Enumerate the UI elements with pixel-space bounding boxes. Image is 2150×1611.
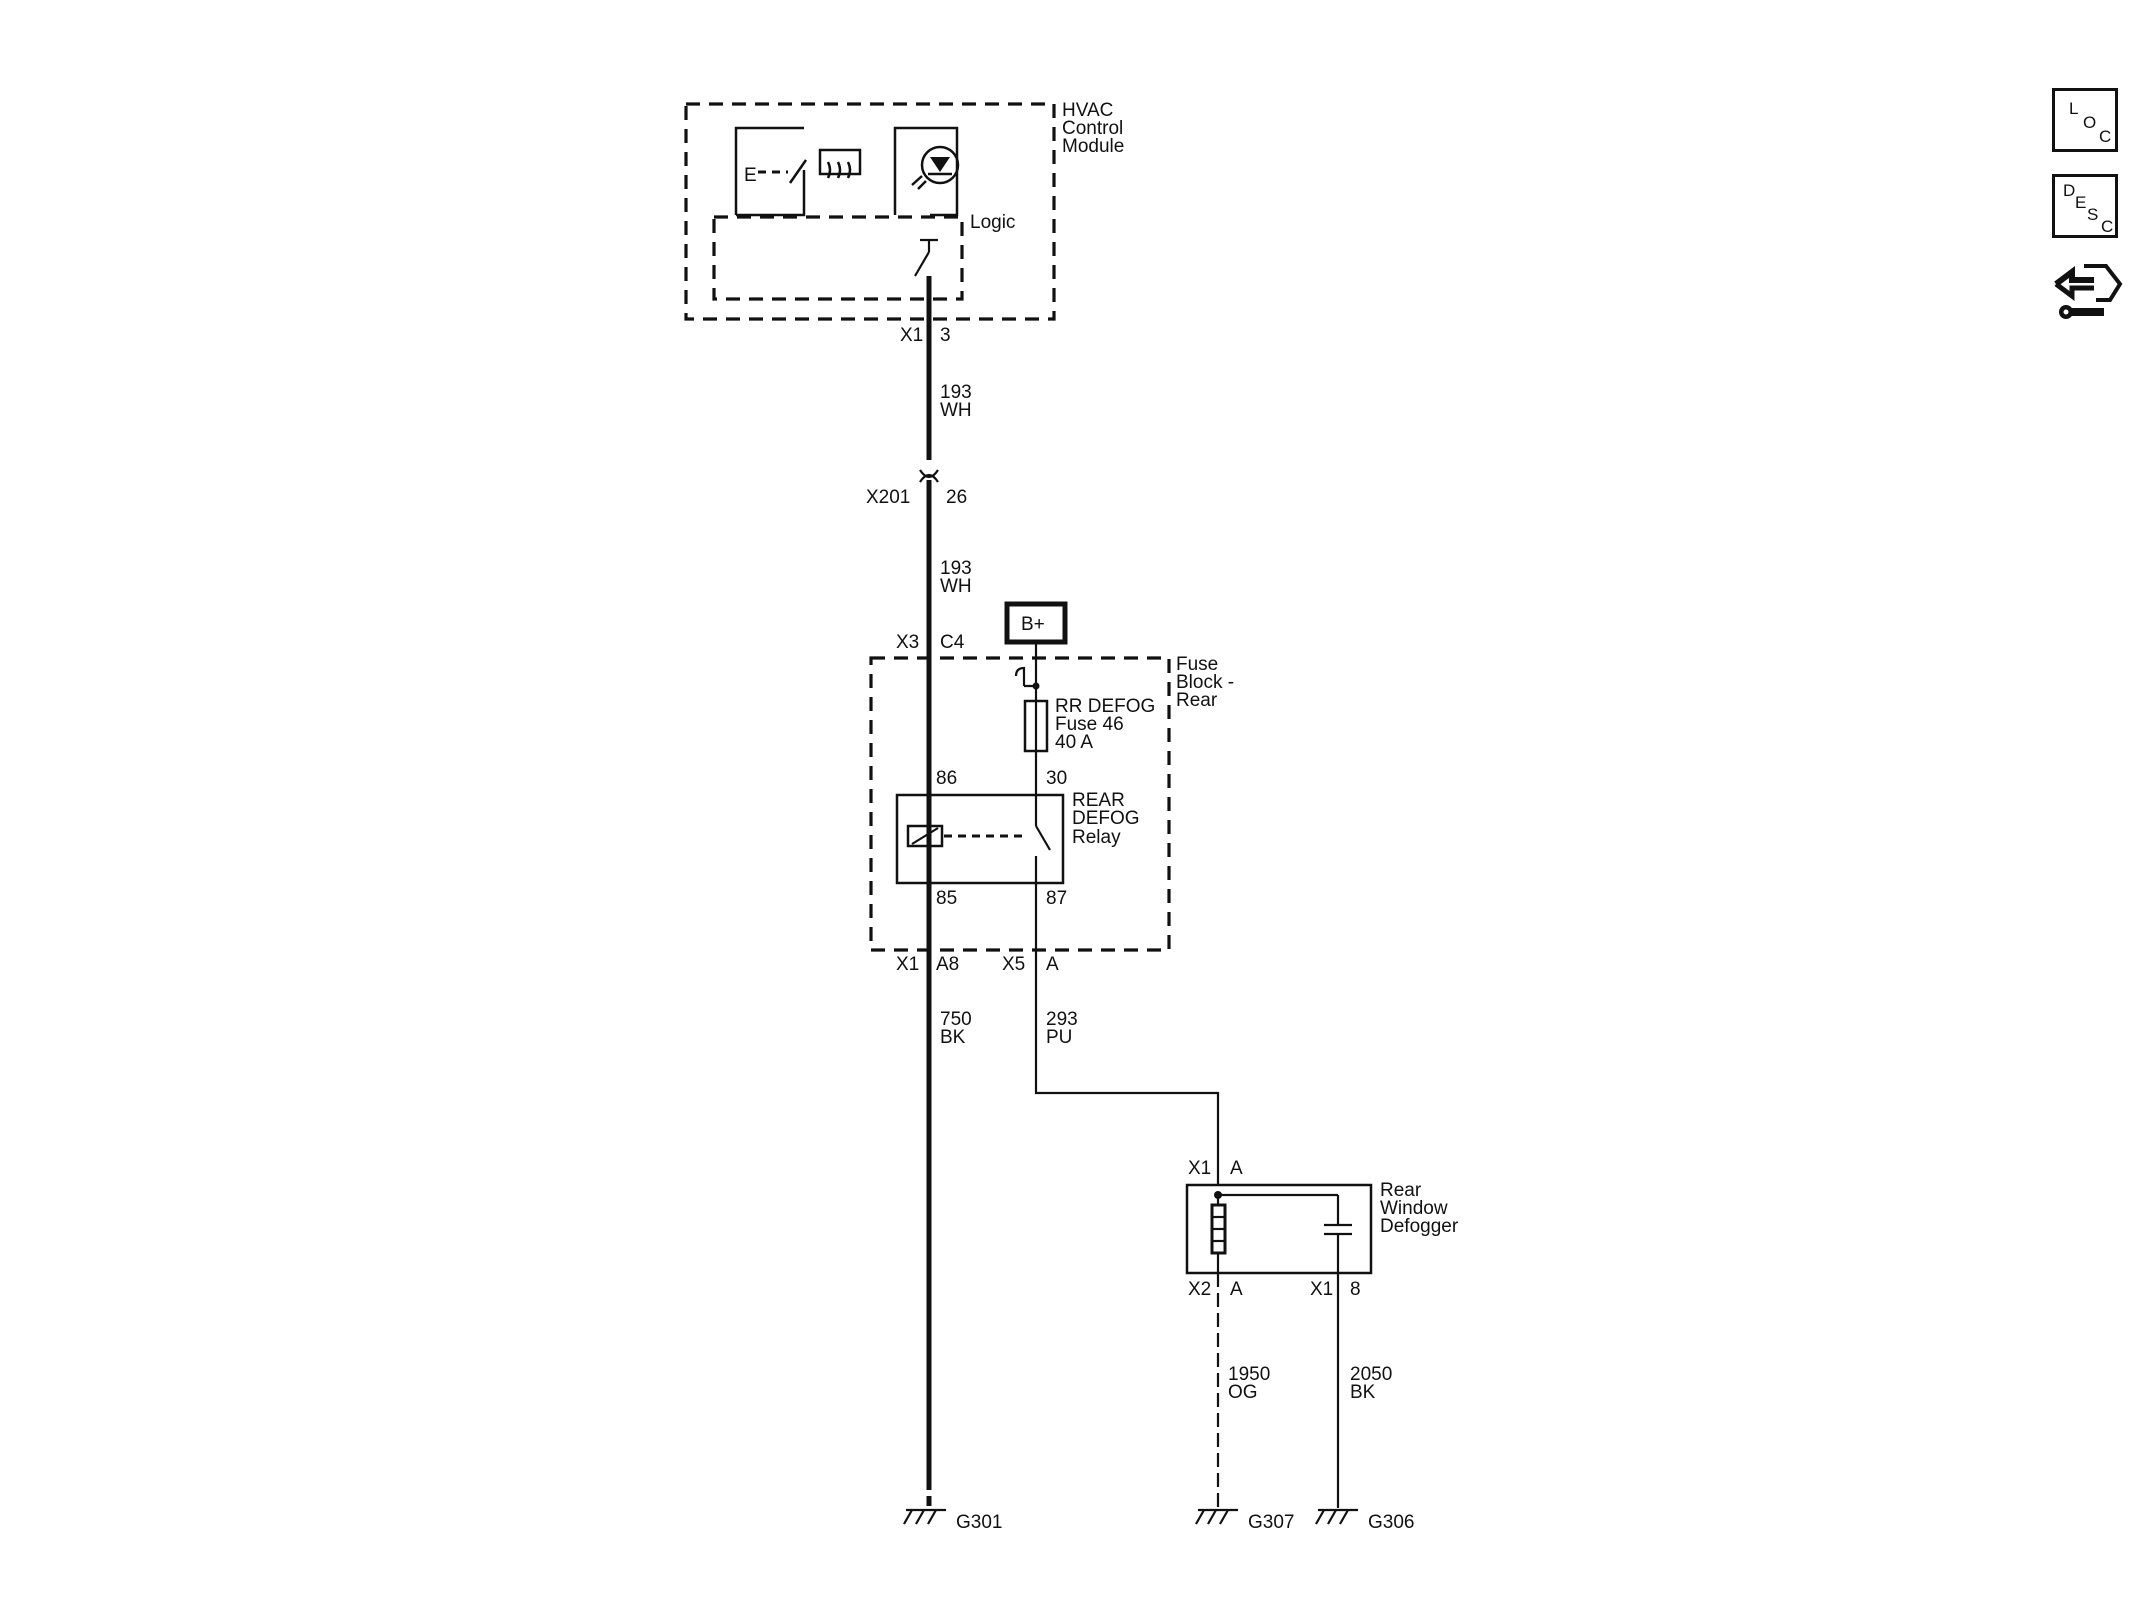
loc-letter-l: L [2069, 99, 2079, 118]
ground-g301-label: G301 [956, 1512, 1002, 1533]
indicator-led-icon [911, 145, 960, 190]
wire6-circuit: 2050 [1350, 1364, 1392, 1385]
fuse-block-tap-icon [1014, 666, 1040, 690]
connector-icon-graphic [2054, 264, 2123, 319]
relay-pin-86: 86 [936, 768, 957, 789]
ground-g306-label: G306 [1368, 1512, 1414, 1533]
defogger-label-2: Window [1380, 1198, 1448, 1219]
def-x1-bot-pin: 8 [1350, 1279, 1361, 1300]
def-x1-top-pin: A [1230, 1158, 1243, 1179]
x201-pin: 26 [946, 487, 967, 508]
desc-letter-e: E [2075, 193, 2087, 212]
relay-label-2: DEFOG [1072, 808, 1140, 829]
relay-pin-30: 30 [1046, 768, 1067, 789]
hvac-module-label-3: Module [1062, 136, 1124, 157]
fuse-block-label-2: Block - [1176, 672, 1234, 693]
rear-window-defogger[interactable]: Rear Window Defogger [1185, 1180, 1459, 1275]
hvac-module-label-2: Control [1062, 118, 1123, 139]
wire-293-pu[interactable] [1034, 883, 1220, 1185]
desc-letter-c: C [2101, 217, 2114, 236]
wire6-color: BK [1350, 1382, 1376, 1403]
wire5-color: OG [1228, 1382, 1258, 1403]
description-button[interactable]: D E S C [2052, 174, 2118, 238]
loc-letter-c: C [2099, 127, 2112, 146]
battery-positive-box[interactable]: B+ [1004, 601, 1068, 645]
rr-defog-fuse[interactable] [1023, 699, 1049, 753]
wire2-circuit: 193 [940, 558, 972, 579]
fb-x5-connector: X5 [1002, 954, 1025, 975]
relay-label-3: Relay [1072, 827, 1121, 848]
def-x2-pin: A [1230, 1279, 1243, 1300]
desc-letter-d: D [2063, 181, 2076, 200]
fb-x1-connector: X1 [896, 954, 919, 975]
wire2-color: WH [940, 576, 972, 597]
def-x1-top-connector: X1 [1188, 1158, 1211, 1179]
ground-g301[interactable]: G301 [903, 1508, 1002, 1533]
fuse-block-label-3: Rear [1176, 690, 1218, 711]
def-x2-connector: X2 [1188, 1279, 1211, 1300]
hvac-x1-connector: X1 [900, 325, 923, 346]
wire3-color: BK [940, 1027, 966, 1048]
def-x1-bot-connector: X1 [1310, 1279, 1333, 1300]
ground-g307[interactable]: G307 [1195, 1508, 1294, 1533]
relay-label-1: REAR [1072, 790, 1125, 811]
fb-x5-pin: A [1046, 954, 1059, 975]
ground-g307-label: G307 [1248, 1512, 1294, 1533]
fuse-label-1: RR DEFOG [1055, 696, 1155, 717]
hvac-x1-pin: 3 [940, 325, 951, 346]
desc-letter-s: S [2087, 205, 2099, 224]
wire1-color: WH [940, 400, 972, 421]
fuse-label-3: 40 A [1055, 732, 1093, 753]
wire1-circuit: 193 [940, 382, 972, 403]
relay-pin-87: 87 [1046, 888, 1067, 909]
fb-x1-pin: A8 [936, 954, 959, 975]
wire4-circuit: 293 [1046, 1009, 1078, 1030]
location-button[interactable]: L O C [2052, 88, 2118, 152]
wire3-circuit: 750 [940, 1009, 972, 1030]
loc-letter-o: O [2083, 113, 2097, 132]
x201-connector: X201 [866, 487, 910, 508]
defogger-label-3: Defogger [1380, 1216, 1459, 1237]
fb-x3-connector: X3 [896, 632, 919, 653]
rear-defog-icon [818, 148, 862, 179]
logic-label: Logic [970, 212, 1015, 233]
inline-connector-x201[interactable] [919, 469, 939, 483]
fuse-block-rear[interactable]: Fuse Block - Rear [869, 654, 1234, 952]
switch-symbol: E [744, 165, 757, 186]
wire4-color: PU [1046, 1027, 1072, 1048]
ground-g306[interactable]: G306 [1315, 1508, 1414, 1533]
rear-defog-relay[interactable]: REAR DEFOG Relay [895, 790, 1140, 885]
connector-end-view-icon[interactable] [2050, 256, 2126, 336]
wire5-circuit: 1950 [1228, 1364, 1270, 1385]
fb-x3-pin: C4 [940, 632, 965, 653]
relay-pin-85: 85 [936, 888, 957, 909]
fuse-block-label-1: Fuse [1176, 654, 1218, 675]
fuse-label-2: Fuse 46 [1055, 714, 1124, 735]
battery-label: B+ [1021, 614, 1045, 635]
hvac-control-module[interactable]: E Logic HVAC Control Module [684, 100, 1124, 321]
defogger-label-1: Rear [1380, 1180, 1422, 1201]
hvac-module-label-1: HVAC [1062, 100, 1113, 121]
